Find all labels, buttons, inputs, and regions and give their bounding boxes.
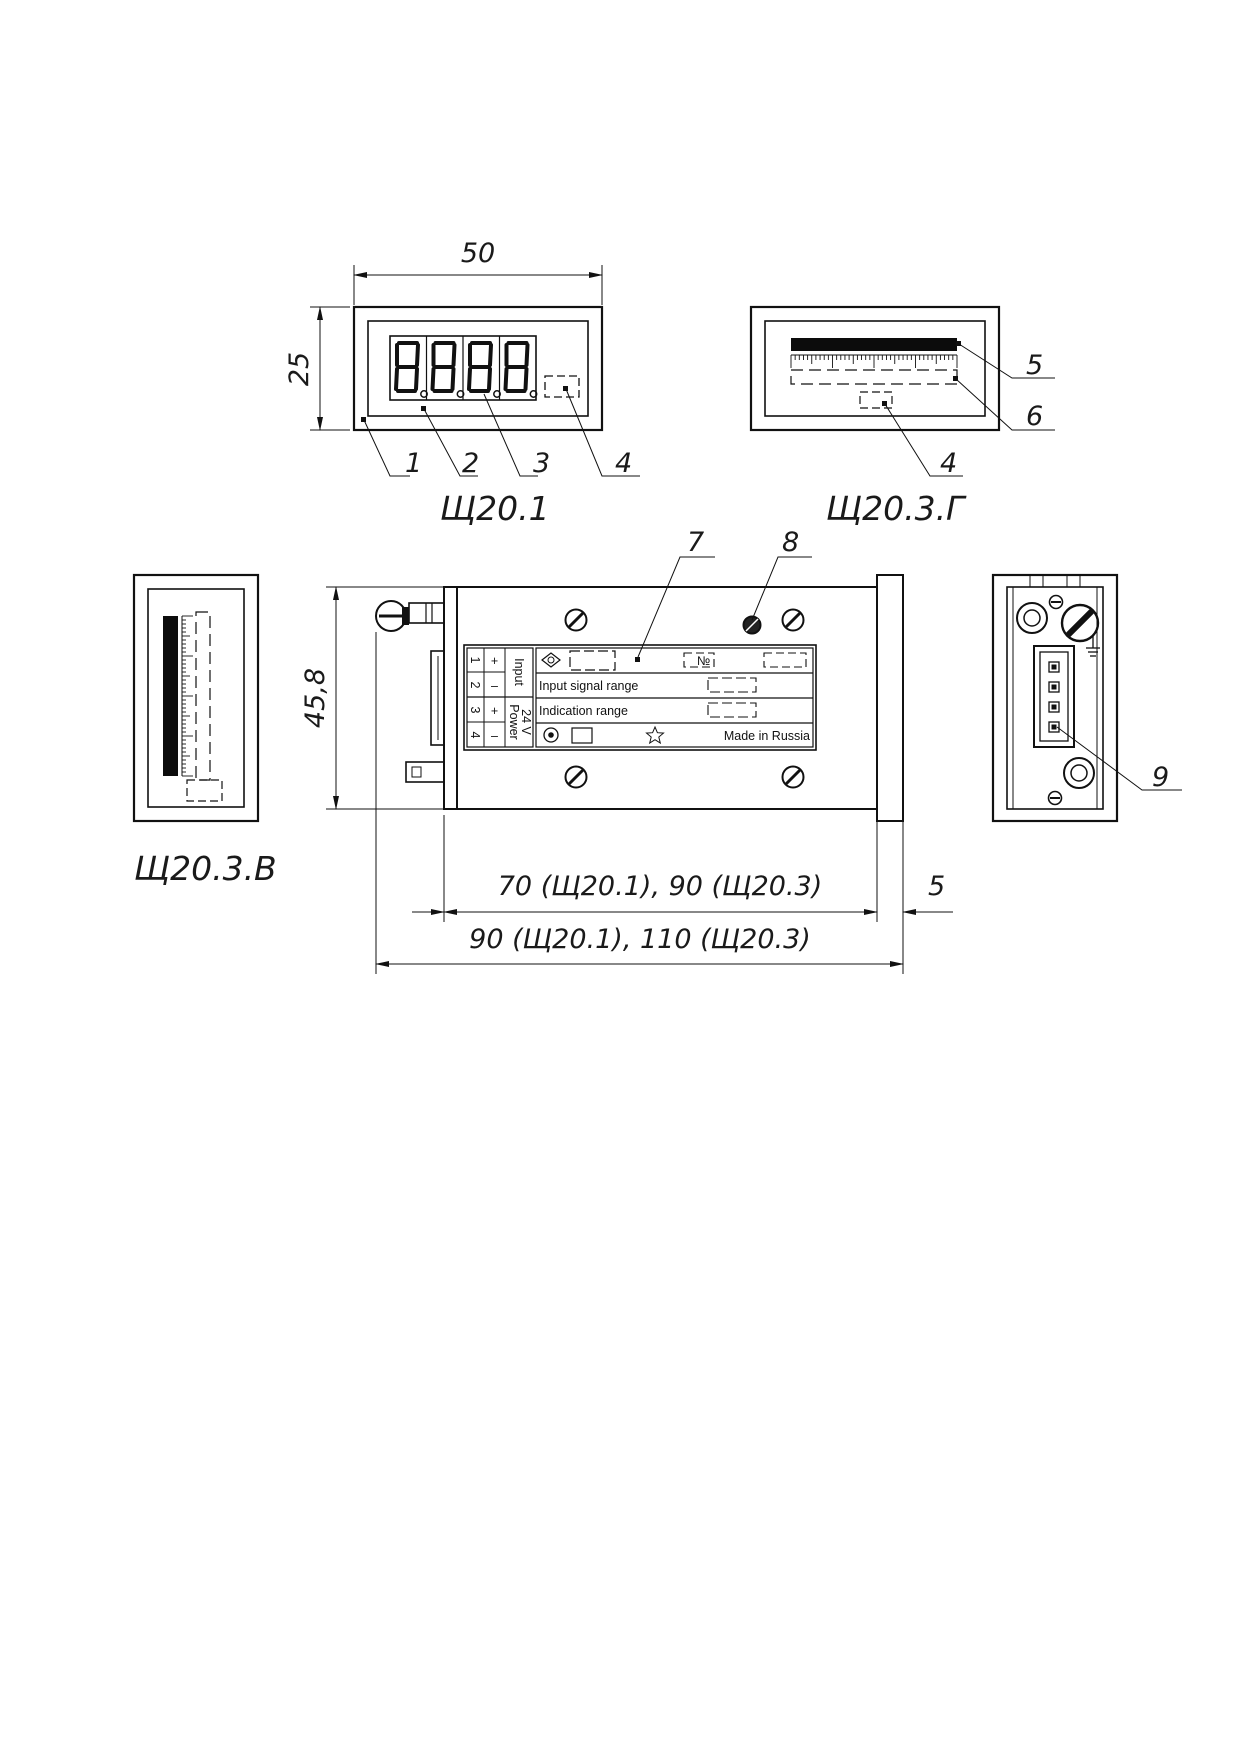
caption-digital: Щ20.1	[440, 489, 550, 528]
star-icon	[645, 725, 665, 745]
flange-dimension: 5	[928, 871, 945, 902]
callout-8: 8	[782, 527, 799, 558]
seven-segment-display	[389, 335, 538, 401]
nameplate: 1 2 3 4 + – + – Input Power 24 V №	[463, 644, 817, 751]
front-bezel	[876, 574, 904, 822]
input-range-box	[707, 677, 757, 693]
indication-range-box	[707, 702, 757, 718]
decimal-point	[529, 390, 538, 398]
body-screws	[564, 608, 805, 789]
digit-segment	[430, 341, 457, 393]
callout-3: 3	[533, 448, 550, 479]
unit-indicator-box	[544, 375, 580, 398]
callout-4-horizontal: 4	[940, 448, 957, 479]
body-length-dimension: 70 (Щ20.1), 90 (Щ20.3)	[498, 871, 822, 902]
power-voltage: 24 V	[519, 709, 533, 735]
callout-7: 7	[687, 527, 704, 558]
decimal-point	[456, 390, 465, 398]
indication-range-label: Indication range	[539, 704, 628, 718]
digit-segment	[467, 341, 493, 393]
scale-label-strip	[790, 369, 958, 385]
decimal-point	[493, 390, 501, 398]
terminal-block	[1033, 645, 1075, 748]
polarity-4: –	[491, 729, 498, 743]
callout-1: 1	[405, 448, 422, 479]
callout-6: 6	[1026, 401, 1043, 432]
front-width-dimension: 50	[461, 238, 495, 269]
power-label: Power	[507, 704, 521, 739]
input-signal-range-label: Input signal range	[539, 679, 638, 693]
terminal-3: 3	[468, 707, 482, 714]
quality-mark-icon	[541, 652, 561, 668]
scale-ticks-vertical	[182, 615, 193, 777]
terminal-1: 1	[468, 657, 482, 664]
scale-label-strip-vertical	[195, 611, 211, 781]
serial-field-box	[683, 652, 715, 668]
terminal-2: 2	[468, 682, 482, 689]
total-length-dimension: 90 (Щ20.1), 110 (Щ20.3)	[469, 924, 811, 955]
callout-4-digital: 4	[615, 448, 632, 479]
made-in-label: Made in Russia	[724, 729, 810, 743]
ground-icon	[1086, 635, 1100, 657]
vertical-bar-view: Щ20.3.В	[132, 573, 277, 888]
decimal-point	[420, 390, 428, 398]
input-label: Input	[512, 658, 526, 686]
digital-front-view: 50 25 1 2 3 4 Щ20.1	[284, 238, 640, 528]
callout-5: 5	[1026, 350, 1043, 381]
callout-9: 9	[1152, 762, 1169, 793]
ground-screw	[1060, 603, 1100, 643]
unit-indicator-box-horizontal	[859, 391, 893, 409]
polarity-2: –	[491, 679, 498, 693]
side-view: 1 2 3 4 + – + – Input Power 24 V №	[300, 527, 953, 974]
approval-field-box	[571, 727, 593, 744]
front-height-dimension: 25	[284, 352, 315, 386]
digit-segment	[394, 341, 420, 393]
serial-number-label: №	[697, 654, 710, 668]
rear-flange	[443, 586, 458, 810]
polarity-3: +	[491, 704, 498, 718]
caption-horizontal: Щ20.3.Г	[826, 489, 967, 528]
date-field-box	[763, 652, 807, 668]
horizontal-bar-view: 5 6 4 Щ20.3.Г	[749, 305, 1055, 528]
led-bar-horizontal	[791, 338, 957, 351]
callout-2: 2	[462, 448, 479, 479]
model-field-box	[569, 650, 616, 671]
terminal-4: 4	[468, 732, 482, 739]
led-bar-vertical	[163, 616, 178, 776]
body-height-dimension: 45,8	[300, 668, 331, 728]
digit-segment	[503, 341, 530, 393]
polarity-1: +	[491, 654, 498, 668]
unit-indicator-box-vertical	[186, 779, 223, 802]
scale-ticks-horizontal	[790, 355, 958, 368]
rear-view: 9	[991, 573, 1182, 823]
caption-vertical: Щ20.3.В	[134, 849, 277, 888]
approval-mark-icon	[543, 727, 559, 743]
